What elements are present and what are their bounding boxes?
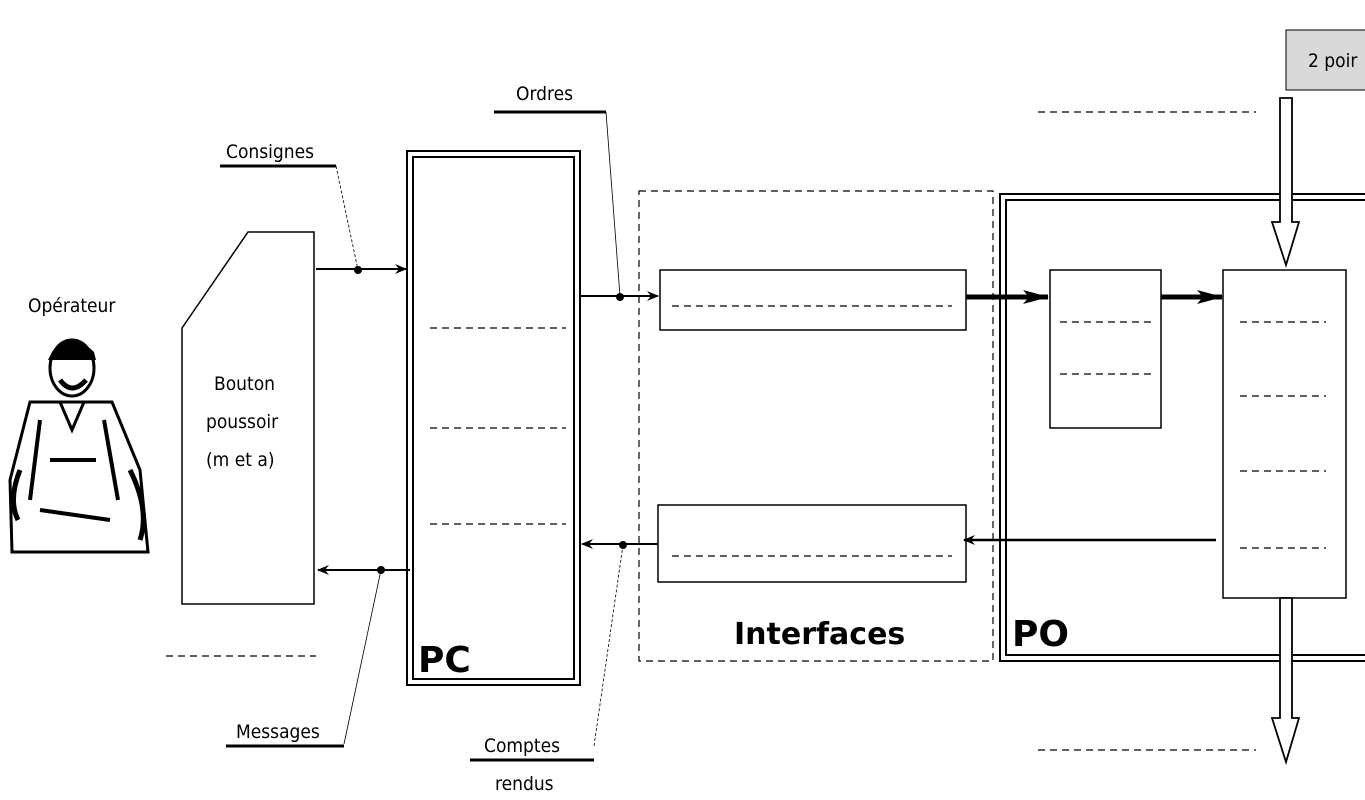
interfaces-area xyxy=(639,191,993,661)
button-label-line1: Bouton xyxy=(214,373,275,395)
operative-box xyxy=(1223,270,1346,598)
consignes-label: Consignes xyxy=(226,141,314,163)
ordres-label: Ordres xyxy=(516,83,573,105)
button-label-line3: (m et a) xyxy=(206,449,275,471)
matter-input-arrow xyxy=(1272,98,1299,265)
top-right-box-label: 2 poir xyxy=(1308,50,1358,72)
operator-figure xyxy=(10,340,148,552)
pc-label: PC xyxy=(418,640,471,681)
matter-output-arrow xyxy=(1272,598,1299,762)
operator-label: Opérateur xyxy=(28,295,116,317)
interface-box-top xyxy=(660,270,966,330)
comptes-label-line1: Comptes xyxy=(484,735,560,757)
interfaces-label: Interfaces xyxy=(734,617,905,652)
messages-label: Messages xyxy=(236,721,320,743)
interface-box-bottom xyxy=(658,505,966,582)
preactuator-box xyxy=(1050,270,1161,428)
button-label-line2: poussoir xyxy=(206,411,279,433)
comptes-label-line2: rendus xyxy=(495,773,554,795)
po-label: PO xyxy=(1012,614,1069,655)
top-right-box: 2 poir xyxy=(1286,30,1365,90)
pc-block: PC xyxy=(407,151,580,685)
